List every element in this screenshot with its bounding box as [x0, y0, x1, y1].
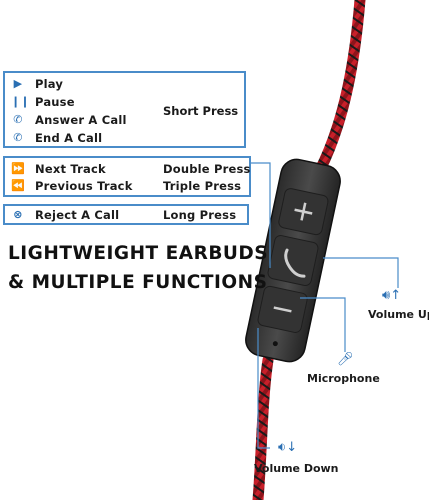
microphone-icon: 🎤︎ [337, 352, 354, 367]
reject-call-icon: ⊗ [13, 208, 23, 221]
phone-end-icon: ✆ [13, 131, 23, 144]
cable-lower [252, 354, 274, 500]
previous-track-icon: ⏪ [11, 179, 25, 192]
track-box: ⏩ Next Track Double Press ⏪ Previous Tra… [3, 156, 251, 197]
cable-upper [314, 0, 366, 176]
pause-icon: ❙❙ [11, 95, 30, 108]
leader-lines [251, 162, 399, 449]
short-press-label: Short Press [163, 104, 239, 118]
play-icon: ▶ [13, 77, 23, 90]
next-track-icon: ⏩ [11, 162, 25, 175]
speaker-down-icon: 🔉︎↓ [278, 440, 298, 455]
headline-line-1: LIGHTWEIGHT EARBUDS [8, 243, 269, 264]
speaker-up-icon: 🔊︎↑ [382, 288, 402, 303]
phone-answer-icon: ✆ [13, 113, 23, 126]
short-press-box: ▶ Play ❙❙ Pause ✆ Answer A Call ✆ End A … [3, 71, 246, 148]
long-press-label: Long Press [163, 208, 237, 222]
inline-remote [245, 158, 341, 363]
reject-box: ⊗ Reject A Call Long Press [3, 204, 249, 225]
double-press-label: Double Press [163, 162, 251, 176]
triple-press-label: Triple Press [163, 179, 242, 193]
headline-line-2: & MULTIPLE FUNCTIONS [8, 272, 268, 293]
